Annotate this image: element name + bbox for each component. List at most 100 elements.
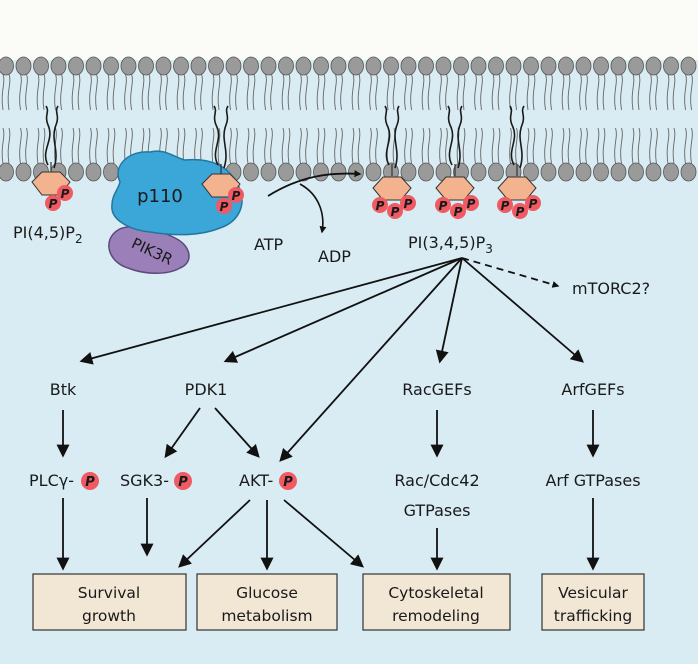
lipid-head <box>33 56 49 76</box>
lipid-head <box>330 162 347 182</box>
membrane-lipid-tails <box>1 73 693 165</box>
rac-cdc42-label: Rac/Cdc42 <box>394 471 479 490</box>
lipid-head <box>593 162 609 182</box>
pdk1-label: PDK1 <box>185 380 228 399</box>
arrow-pip3-to-btk <box>79 257 463 365</box>
lipid-head <box>628 56 644 76</box>
lipid-head <box>68 162 84 182</box>
extracellular-space <box>0 0 698 60</box>
svg-text:trafficking: trafficking <box>554 607 632 625</box>
lipid-head <box>243 162 259 182</box>
lipid-head <box>663 162 679 182</box>
svg-text:remodeling: remodeling <box>392 607 480 625</box>
phosphate-icon <box>372 197 388 213</box>
svg-text:P: P <box>178 475 188 490</box>
svg-text:Glucose: Glucose <box>236 584 298 602</box>
phosphate-icon <box>387 203 403 219</box>
lipid-head <box>645 162 662 182</box>
lipid-head <box>0 162 14 182</box>
arrow-pip3-to-pdk1 <box>223 257 463 363</box>
lipid-head <box>295 162 312 182</box>
racgefs-label: RacGEFs <box>402 380 471 399</box>
lipid-head <box>68 56 84 76</box>
lipid-head <box>243 56 259 76</box>
pip3-label: PI(3,4,5)P3 <box>408 233 493 256</box>
lipid-head <box>260 162 277 182</box>
lipid-head <box>365 162 382 182</box>
phosphate-icon <box>450 203 466 219</box>
svg-text:P: P <box>516 205 525 219</box>
lipid-head <box>120 56 137 76</box>
lipid-head <box>400 56 417 76</box>
arf-gtpases-label: Arf GTPases <box>545 471 640 490</box>
svg-text:P: P <box>391 205 400 219</box>
atp-label: ATP <box>254 235 283 254</box>
svg-text:P: P <box>467 197 476 211</box>
phosphorylation-arrow <box>267 170 362 197</box>
lipid-head <box>628 162 644 182</box>
lipid-head <box>680 162 697 182</box>
lipid-head <box>155 56 172 76</box>
lipid-head <box>85 56 102 76</box>
phosphate-icon <box>45 195 61 211</box>
svg-text:Survival: Survival <box>78 584 141 602</box>
lipid-head <box>575 56 592 76</box>
lipid-head <box>558 162 574 182</box>
lipid-head <box>383 56 399 76</box>
lipid-head <box>260 56 277 76</box>
lipid-head <box>400 162 417 182</box>
arrow-akt-to-survival <box>178 499 251 568</box>
lipid-head <box>523 162 539 182</box>
svg-text:P: P <box>439 199 448 213</box>
phosphate-icon <box>512 203 528 219</box>
svg-text:P: P <box>220 200 229 214</box>
svg-text:P: P <box>404 197 413 211</box>
akt-label: AKT- <box>239 471 273 490</box>
lipid-head <box>435 56 452 76</box>
pi3k-complex: PIK3R p110 <box>108 150 243 274</box>
lipid-head <box>138 56 154 76</box>
lipid-head <box>610 162 627 182</box>
phosphate-icon <box>497 197 513 213</box>
lipid-head <box>645 56 662 76</box>
lipid-head <box>225 56 242 76</box>
phosphate-icon <box>435 197 451 213</box>
svg-text:P: P <box>454 205 463 219</box>
output-glucose-metabolism: Glucose metabolism <box>196 573 338 631</box>
lipid-head <box>103 162 119 182</box>
lipid-head <box>610 56 627 76</box>
akt-node: AKT- P <box>239 471 297 490</box>
lipid-head <box>103 56 119 76</box>
lipid-head <box>50 56 67 76</box>
sgk3-label: SGK3- <box>120 471 169 490</box>
cytoplasm-background <box>0 60 698 660</box>
phosphate-icon <box>400 195 416 211</box>
output-cytoskeletal-remodeling: Cytoskeletal remodeling <box>362 573 511 631</box>
mtorc2-label: mTORC2? <box>572 279 650 298</box>
lipid-head <box>278 56 294 76</box>
svg-text:Cytoskeletal: Cytoskeletal <box>388 584 483 602</box>
svg-text:metabolism: metabolism <box>221 607 312 625</box>
lipid-head <box>365 56 382 76</box>
lipid-head <box>470 162 487 182</box>
lipid-head <box>488 56 504 76</box>
lipid-head <box>453 56 469 76</box>
pip2-label: PI(4,5)P2 <box>13 223 83 246</box>
rac-gtpases-label: GTPases <box>404 501 471 520</box>
lipid-head <box>418 162 434 182</box>
lipid-head <box>558 56 574 76</box>
phosphate-icon <box>174 472 192 490</box>
lipid-head <box>418 56 434 76</box>
svg-text:P: P <box>376 199 385 213</box>
lipid-head <box>348 162 364 182</box>
lipid-head <box>15 56 32 76</box>
svg-text:P: P <box>85 475 95 490</box>
lipid-head <box>663 56 679 76</box>
lipid-head <box>190 56 207 76</box>
btk-label: Btk <box>50 380 77 399</box>
svg-text:P: P <box>283 475 293 490</box>
